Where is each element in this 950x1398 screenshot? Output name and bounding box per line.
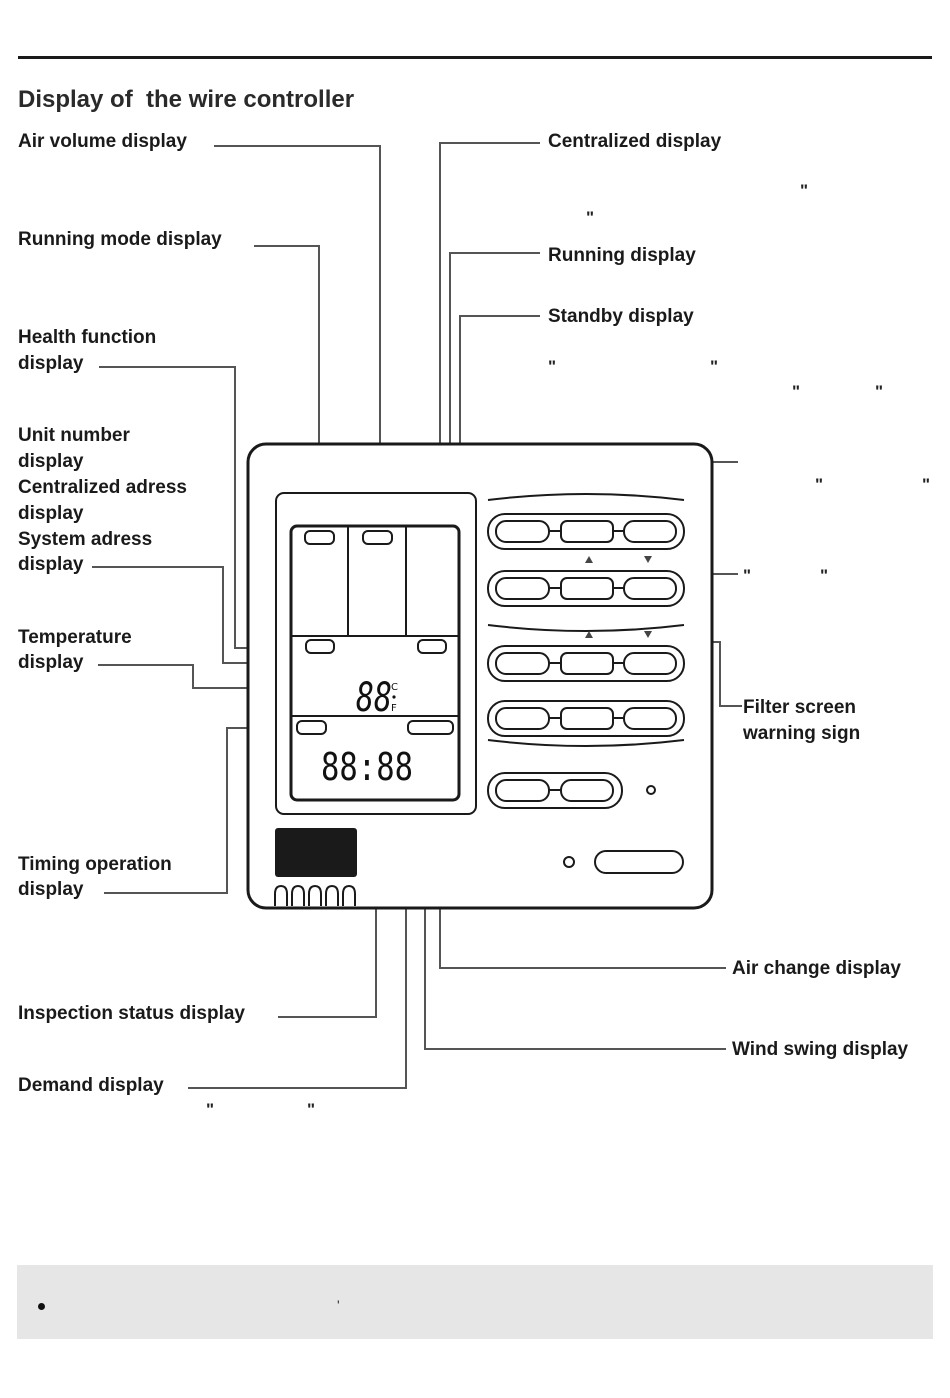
lcd-screen (289, 524, 461, 802)
label-demand: Demand display (18, 1075, 164, 1096)
label-centralized-adress-line2: display (18, 503, 84, 524)
quote-mark: " (815, 475, 824, 494)
label-unit-number-line1: Unit number (18, 425, 130, 446)
label-unit-number-line2: display (18, 451, 84, 472)
vent-slots (274, 884, 356, 906)
air-volume-segment (304, 530, 335, 545)
label-wind-swing: Wind swing display (732, 1039, 909, 1060)
quote-mark: " (743, 566, 752, 585)
sensor-window (275, 828, 357, 877)
label-air-change: Air change display (732, 958, 901, 979)
note-box: ' (17, 1265, 933, 1339)
quote-mark: " (710, 357, 719, 376)
label-temperature-line1: Temperature (18, 627, 132, 648)
air-change-segment (417, 639, 447, 654)
quote-mark: " (875, 382, 884, 401)
label-running-mode: Running mode display (18, 229, 222, 250)
wind-swing-segment (407, 720, 454, 735)
reset-hole (563, 856, 575, 868)
label-centralized-adress-line1: Centralized adress (18, 477, 187, 498)
up-arrow-icon (585, 556, 593, 563)
button-row-5[interactable] (487, 772, 623, 809)
down-arrow-icon (644, 631, 652, 638)
leader-air-volume (214, 145, 381, 530)
timer-segment (296, 720, 327, 735)
label-air-volume: Air volume display (18, 131, 187, 152)
down-arrow-icon (644, 556, 652, 563)
quote-mark: " (206, 1100, 215, 1119)
label-filter-screen-line1: Filter screen (743, 697, 856, 718)
quote-mark: " (792, 382, 801, 401)
quote-mark: " (800, 181, 809, 200)
label-centralized: Centralized display (548, 131, 722, 152)
leader-running-mode (254, 245, 320, 530)
label-system-adress-line2: display (18, 554, 84, 575)
quote-mark: " (820, 566, 829, 585)
top-rule (18, 56, 932, 59)
apostrophe-mark: ' (337, 1297, 340, 1313)
up-arrow-icon (585, 631, 593, 638)
label-system-adress-line1: System adress (18, 529, 153, 550)
temperature-digits: 88 (356, 675, 392, 721)
label-health-function-line1: Health function (18, 327, 157, 348)
lcd-bezel (275, 492, 477, 815)
button-row-4[interactable] (487, 700, 685, 737)
leader-centralized (439, 142, 540, 536)
long-button[interactable] (594, 850, 684, 874)
label-filter-screen-line2: warning sign (743, 723, 861, 744)
time-digits: 88:88 (321, 745, 413, 789)
celsius-unit: C (391, 682, 398, 693)
bullet-point (38, 1303, 45, 1310)
indicator-led (646, 785, 656, 795)
label-standby: Standby display (548, 306, 694, 327)
page-title: Display of the wire controller (18, 86, 355, 113)
running-mode-segment (362, 530, 393, 545)
quote-mark: " (922, 475, 931, 494)
label-health-function-line2: display (18, 353, 84, 374)
keypad (487, 493, 685, 874)
health-segment (305, 639, 335, 654)
button-row-1[interactable] (487, 513, 685, 550)
controller-body (246, 442, 714, 910)
label-inspection-status: Inspection status display (18, 1003, 245, 1024)
label-temperature-line2: display (18, 652, 84, 673)
label-timing-operation-line1: Timing operation (18, 854, 172, 875)
controller: 88 C F 88:88 (246, 442, 714, 910)
quote-mark: " (548, 357, 557, 376)
fahrenheit-unit: F (391, 703, 397, 714)
button-row-2[interactable] (487, 570, 685, 607)
arrow-icons (585, 556, 652, 638)
quote-mark: " (307, 1100, 316, 1119)
quote-mark: " (586, 208, 595, 227)
label-running: Running display (548, 245, 696, 266)
button-row-3[interactable] (487, 645, 685, 682)
label-timing-operation-line2: display (18, 879, 84, 900)
